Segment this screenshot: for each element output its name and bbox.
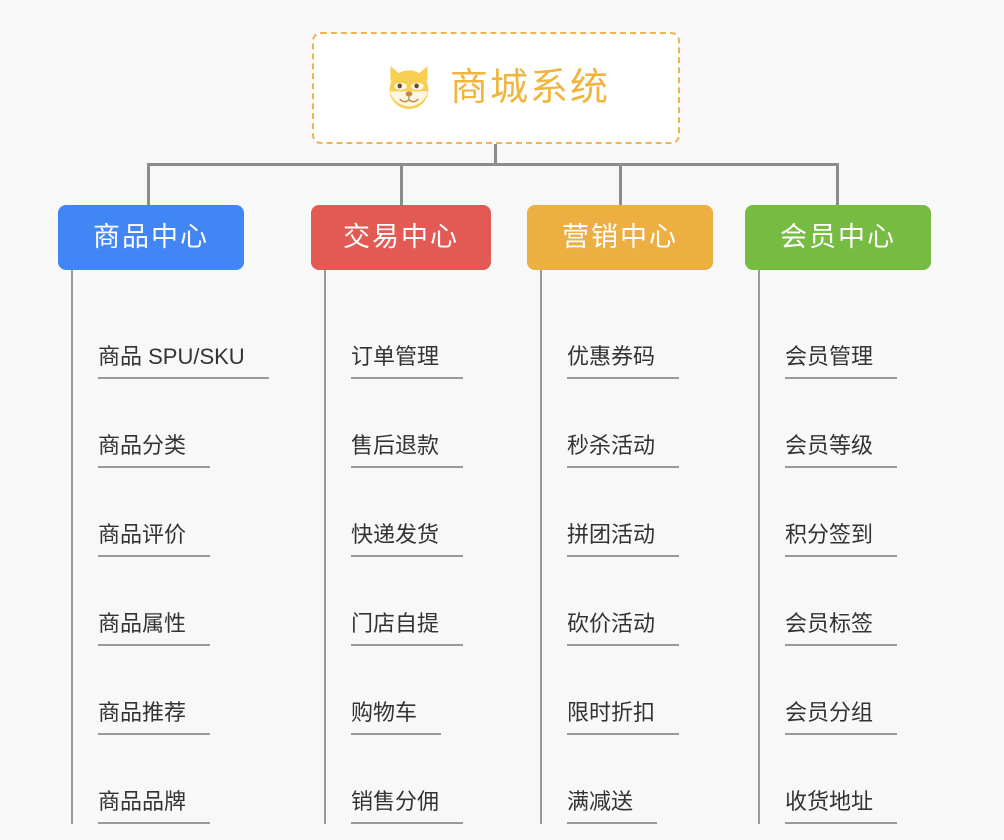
branch-header-member[interactable]: 会员中心 [745,205,931,270]
leaf-list-product: 商品 SPU/SKU 商品分类 商品评价 商品属性 商品推荐 商品品牌 [58,270,269,824]
list-item[interactable]: 会员管理 [745,290,931,379]
list-item-label: 会员分组 [785,702,898,735]
list-item[interactable]: 商品属性 [58,557,244,646]
list-item-label: 限时折扣 [567,702,680,735]
leaf-stem [324,270,326,824]
leaf-list-trade: 订单管理 售后退款 快递发货 门店自提 购物车 销售分佣 [311,270,491,824]
leaf-list-marketing: 优惠券码 秒杀活动 拼团活动 砍价活动 限时折扣 满减送 [527,270,713,824]
connector-root-stem [494,144,497,166]
list-item-label: 优惠券码 [567,346,680,379]
list-item-label: 拼团活动 [567,524,680,557]
branch-column-product: 商品中心 商品 SPU/SKU 商品分类 商品评价 商品属性 商品推荐 商品品牌 [58,205,269,824]
root-node-label: 商城系统 [449,67,610,109]
list-item[interactable]: 商品品牌 [58,735,244,824]
list-item-label: 积分签到 [785,524,898,557]
list-item-label: 商品 SPU/SKU [98,346,269,379]
list-item[interactable]: 商品 SPU/SKU [58,290,269,379]
list-item[interactable]: 积分签到 [745,468,931,557]
list-item-label: 会员等级 [785,435,898,468]
list-item[interactable]: 拼团活动 [527,468,713,557]
list-item[interactable]: 优惠券码 [527,290,713,379]
list-item-label: 会员标签 [785,613,898,646]
branch-header-label: 交易中心 [343,222,459,252]
list-item-label: 快递发货 [351,524,464,557]
list-item[interactable]: 订单管理 [311,290,491,379]
list-item-label: 收货地址 [785,791,898,824]
list-item[interactable]: 商品评价 [58,468,244,557]
list-item[interactable]: 砍价活动 [527,557,713,646]
list-item-label: 商品品牌 [98,791,211,824]
leaf-stem [540,270,542,824]
connector-drop-1 [147,163,150,206]
list-item-label: 秒杀活动 [567,435,680,468]
list-item-label: 商品分类 [98,435,211,468]
list-item[interactable]: 会员标签 [745,557,931,646]
branch-header-label: 会员中心 [780,222,896,252]
list-item[interactable]: 商品分类 [58,379,244,468]
list-item[interactable]: 门店自提 [311,557,491,646]
branch-header-product[interactable]: 商品中心 [58,205,244,270]
list-item[interactable]: 快递发货 [311,468,491,557]
list-item[interactable]: 会员等级 [745,379,931,468]
list-item-label: 售后退款 [351,435,464,468]
list-item-label: 商品推荐 [98,702,211,735]
branch-column-member: 会员中心 会员管理 会员等级 积分签到 会员标签 会员分组 收货地址 [745,205,931,824]
shiba-dog-face-icon [389,66,429,110]
connector-drop-2 [400,163,403,206]
list-item[interactable]: 限时折扣 [527,646,713,735]
list-item-label: 订单管理 [351,346,464,379]
branch-header-label: 商品中心 [93,222,209,252]
list-item[interactable]: 满减送 [527,735,713,824]
list-item-label: 门店自提 [351,613,464,646]
branch-header-label: 营销中心 [562,222,678,252]
connector-horizontal-bus [147,163,839,166]
connector-drop-4 [836,163,839,206]
list-item-label: 满减送 [567,791,658,824]
leaf-stem [71,270,73,824]
connector-drop-3 [619,163,622,206]
root-node-mall-system[interactable]: 商城系统 [312,32,680,144]
list-item[interactable]: 会员分组 [745,646,931,735]
branch-header-trade[interactable]: 交易中心 [311,205,491,270]
branch-column-trade: 交易中心 订单管理 售后退款 快递发货 门店自提 购物车 销售分佣 [311,205,491,824]
list-item-label: 商品评价 [98,524,211,557]
list-item-label: 购物车 [351,702,442,735]
branch-header-marketing[interactable]: 营销中心 [527,205,713,270]
list-item-label: 砍价活动 [567,613,680,646]
list-item[interactable]: 秒杀活动 [527,379,713,468]
leaf-list-member: 会员管理 会员等级 积分签到 会员标签 会员分组 收货地址 [745,270,931,824]
list-item[interactable]: 销售分佣 [311,735,491,824]
list-item[interactable]: 售后退款 [311,379,491,468]
list-item[interactable]: 商品推荐 [58,646,244,735]
list-item[interactable]: 收货地址 [745,735,931,824]
leaf-stem [758,270,760,824]
list-item[interactable]: 购物车 [311,646,491,735]
list-item-label: 商品属性 [98,613,211,646]
list-item-label: 销售分佣 [351,791,464,824]
branch-column-marketing: 营销中心 优惠券码 秒杀活动 拼团活动 砍价活动 限时折扣 满减送 [527,205,713,824]
list-item-label: 会员管理 [785,346,898,379]
